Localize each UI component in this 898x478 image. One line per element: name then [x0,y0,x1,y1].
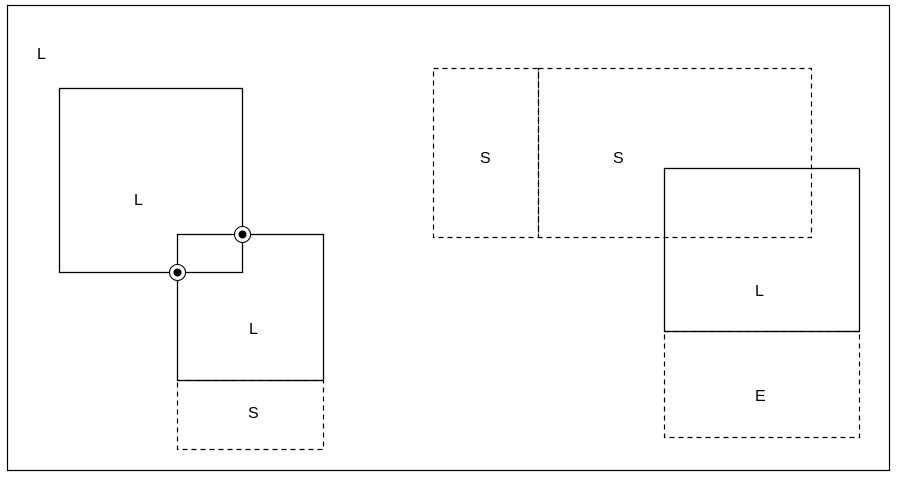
left-dashed-strip [176,379,325,451]
dashed-box-b-label: S [613,150,624,167]
intersection-marker-top [233,225,252,244]
right-dashed-box [663,330,861,439]
left-big-label: L [134,192,143,209]
right-dashed-label: E [755,388,766,405]
left-big-box [58,87,244,274]
dashed-box-a [432,67,540,239]
left-small-label: L [249,321,258,338]
outer-frame [6,4,891,472]
dashed-box-a-label: S [480,150,491,167]
left-strip-label: S [248,405,259,422]
left-small-box [176,233,325,382]
right-solid-label: L [755,283,764,300]
corner-label: L [37,46,46,63]
dashed-box-b [537,67,813,239]
right-solid-box [663,167,861,333]
intersection-marker-bottom [168,263,187,282]
